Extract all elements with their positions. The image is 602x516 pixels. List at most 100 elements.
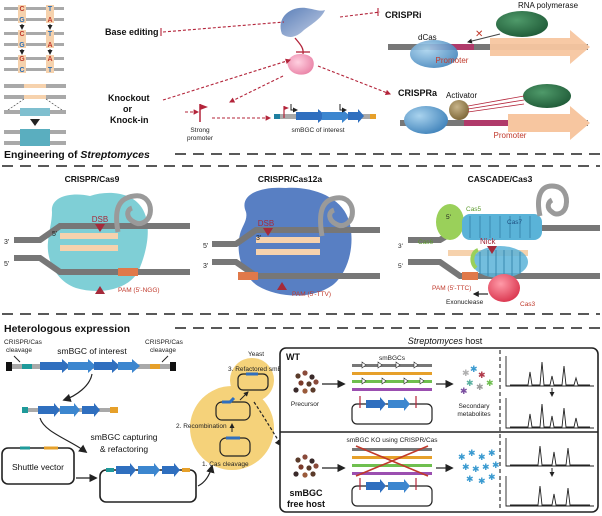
strand-label: 5' — [52, 231, 57, 238]
strong-promoter-label: promoter — [187, 135, 214, 142]
svg-text:✱: ✱ — [486, 378, 494, 388]
pam-label: PAM (5'-NGG) — [118, 287, 160, 294]
knockout-label: Knockout — [108, 93, 150, 103]
cas9-panel — [14, 192, 190, 294]
or-label: or — [123, 104, 132, 114]
smbgc-interest-label: smBGC of interest — [291, 127, 344, 134]
svg-text:✱: ✱ — [478, 370, 486, 380]
base-letter: A — [47, 56, 52, 63]
svg-text:✱: ✱ — [462, 368, 470, 378]
yeast-label: Yeast — [248, 351, 264, 358]
dcas-label: dCas — [418, 33, 437, 42]
dsb-label: DSB — [258, 219, 274, 228]
svg-text:✕: ✕ — [475, 29, 483, 40]
cas6-label: Cas6 — [418, 239, 434, 246]
strand-label: 5' — [4, 261, 9, 268]
precursor-dots — [293, 370, 319, 394]
svg-text:✱: ✱ — [462, 462, 470, 472]
yeast-cells — [190, 358, 274, 470]
cas12a-title: CRISPR/Cas12a — [258, 174, 323, 184]
svg-text:✱: ✱ — [478, 476, 486, 486]
base-letter: A — [47, 42, 52, 49]
ko-smbgc-tracks — [351, 445, 433, 507]
strand-label: 5' — [398, 263, 403, 270]
base-letter: C — [19, 67, 24, 74]
base-letter: T — [48, 31, 53, 38]
promoter-label: Promoter — [494, 131, 527, 140]
cleavage-label: CRISPR/Cas — [4, 339, 43, 346]
crispri-label: CRISPRi — [385, 10, 422, 20]
shuttle-vector-label: Shuttle vector — [12, 462, 64, 472]
cas7-label: Cas7 — [507, 219, 523, 226]
svg-text:✱: ✱ — [458, 452, 466, 462]
svg-text:✱: ✱ — [492, 460, 500, 470]
cleavage-label: cleavage — [6, 347, 32, 354]
smbgc-top — [274, 104, 376, 123]
exonuclease-label: Exonuclease — [446, 299, 484, 306]
svg-text:✱: ✱ — [482, 462, 490, 472]
refactored-plasmid — [99, 463, 197, 503]
capturing-label: & refactoring — [100, 444, 148, 454]
shuttle-vector — [1, 446, 75, 485]
crispri-panel: ✕ — [388, 11, 590, 68]
smbgc-interest-label: smBGC of interest — [57, 346, 127, 356]
recombination-label: 2. Recombination — [176, 423, 227, 430]
strong-promoter-label: Strong — [190, 127, 210, 134]
cas5-label: Cas5 — [466, 206, 482, 213]
strong-promoter-icon — [199, 104, 208, 122]
svg-text:✱: ✱ — [488, 472, 496, 482]
strand-label: 3' — [4, 239, 9, 246]
promoter-label: Promoter — [436, 56, 469, 65]
captured-fragment — [22, 403, 118, 417]
base-letter: C — [19, 31, 24, 38]
strand-label: 3' — [203, 263, 208, 270]
section-title-heterologous: Heterologous expression — [4, 323, 130, 335]
crispra-panel — [400, 84, 590, 140]
strand-label: 5' — [203, 243, 208, 250]
knockout-panel — [4, 84, 66, 146]
base-editing-label: Base editing — [105, 27, 159, 37]
svg-text:✱: ✱ — [472, 464, 480, 474]
svg-text:✱: ✱ — [460, 386, 468, 396]
cas3-label: Cas3 — [520, 301, 536, 308]
free-host-label: free host — [287, 499, 325, 509]
strand-label: 3' — [256, 235, 261, 242]
cascade-title: CASCADE/Cas3 — [468, 174, 533, 184]
precursor-label: Precursor — [291, 401, 320, 408]
base-letter: T — [48, 6, 53, 13]
section-title-engineering: Engineering of Streptomyces — [4, 149, 150, 161]
secondary-label: Secondary — [458, 403, 490, 410]
pam-label: PAM (5'-TTC) — [432, 285, 471, 292]
cas12a-panel — [212, 187, 380, 296]
smbgcs-label: smBGCs — [379, 355, 406, 362]
rna-polymerase-label: RNA polymerase — [518, 1, 579, 10]
base-letter: T — [48, 67, 53, 74]
base-letter: A — [47, 17, 52, 24]
svg-text:✱: ✱ — [470, 364, 478, 374]
base-letter: G — [19, 42, 25, 49]
secondary-metabolites-ko: ✱✱✱ ✱✱✱ ✱✱✱ ✱✱ — [458, 448, 500, 486]
refactored-label: 3. Refactored smBGC — [228, 366, 292, 373]
svg-text:✱: ✱ — [466, 378, 474, 388]
wt-smbgc-tracks — [351, 361, 433, 425]
base-letter: C — [19, 6, 24, 13]
cascade-panel — [408, 183, 600, 302]
strand-label: 5' — [446, 214, 451, 221]
smbgc-source — [6, 355, 176, 373]
base-letter: G — [19, 17, 25, 24]
cas9-title: CRISPR/Cas9 — [65, 174, 120, 184]
base-editing-panel: C G T A C G T A G C A T — [4, 5, 64, 74]
wt-label: WT — [286, 352, 300, 362]
knockin-label: Knock-in — [110, 115, 149, 125]
cas-cleavage-label: 1. Cas cleavage — [202, 461, 249, 468]
secondary-metabolites-wt: ✱✱ ✱✱ ✱✱ ✱ — [460, 364, 494, 396]
svg-text:✱: ✱ — [478, 452, 486, 462]
svg-text:✱: ✱ — [468, 448, 476, 458]
cleavage-label: CRISPR/Cas — [145, 339, 184, 346]
host-title: Streptomyces host — [408, 336, 483, 346]
ko-label: smBGC KO using CRISPR/Cas — [346, 437, 438, 444]
free-host-label: smBGC — [289, 488, 323, 498]
crispra-label: CRISPRa — [398, 88, 438, 98]
strand-label: 3' — [398, 243, 403, 250]
cas-protein-icon — [280, 7, 325, 75]
